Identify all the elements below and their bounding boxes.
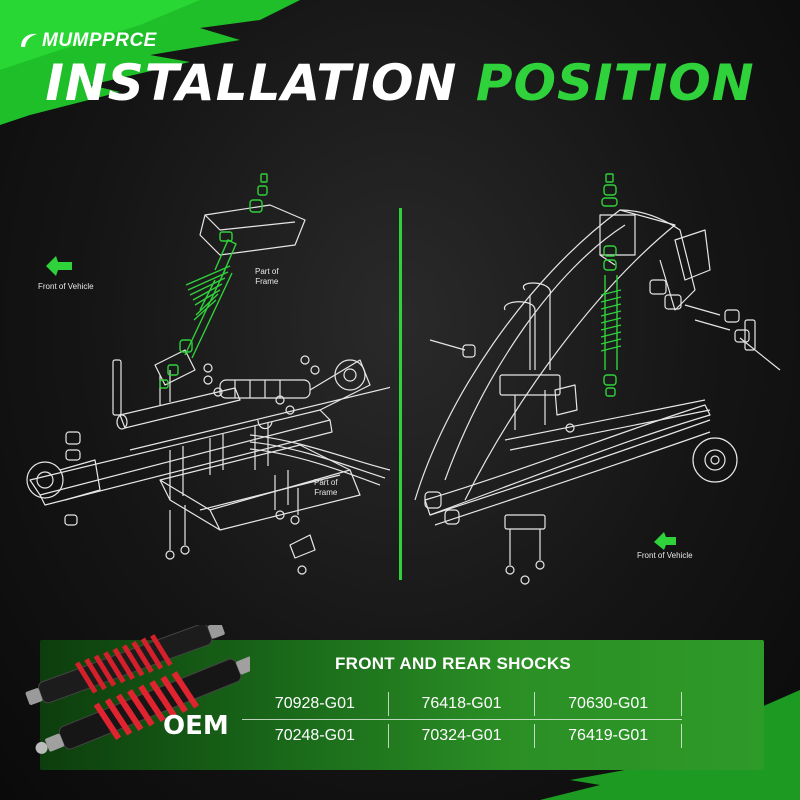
label-front-of-vehicle-right: Front of Vehicle — [637, 551, 693, 560]
label-part-of-frame-bottom: Part of Frame — [314, 478, 338, 497]
panel-title: FRONT AND REAR SHOCKS — [334, 654, 572, 673]
front-of-vehicle-arrow-icon — [46, 256, 72, 276]
center-divider — [399, 208, 402, 580]
part-number: 70324-G01 — [389, 723, 536, 748]
oem-label: OEM — [163, 711, 229, 741]
table-row: 70248-G01 70324-G01 76419-G01 — [242, 719, 683, 751]
part-number: 70248-G01 — [242, 723, 389, 748]
title-word-position: POSITION — [475, 54, 755, 112]
green-brush-stroke-bottom-right — [540, 690, 800, 800]
front-of-vehicle-arrow-icon-right — [654, 532, 676, 550]
label-part-of-frame-top: Part of Frame — [255, 267, 279, 286]
rear-suspension-diagram — [414, 173, 781, 585]
label-front-of-vehicle-left: Front of Vehicle — [38, 282, 94, 291]
green-brush-stroke-top-left — [0, 0, 300, 125]
title-word-installation: INSTALLATION — [45, 54, 458, 112]
part-number: 76418-G01 — [389, 691, 536, 716]
oem-part-numbers-table: 70928-G01 76418-G01 70630-G01 70248-G01 … — [242, 688, 683, 751]
front-suspension-diagram — [26, 173, 390, 575]
shock-absorbers-product-image — [25, 625, 250, 754]
page-title: INSTALLATION POSITION — [0, 48, 800, 118]
brand-swoosh-icon — [21, 33, 37, 47]
part-number: 70928-G01 — [242, 691, 389, 716]
brand-logo: MUMPPRCE — [18, 30, 157, 52]
brand-name: MUMPPRCE — [42, 30, 157, 51]
part-number: 70630-G01 — [535, 691, 683, 716]
part-number: 76419-G01 — [535, 723, 683, 748]
table-row: 70928-G01 76418-G01 70630-G01 — [242, 688, 683, 719]
